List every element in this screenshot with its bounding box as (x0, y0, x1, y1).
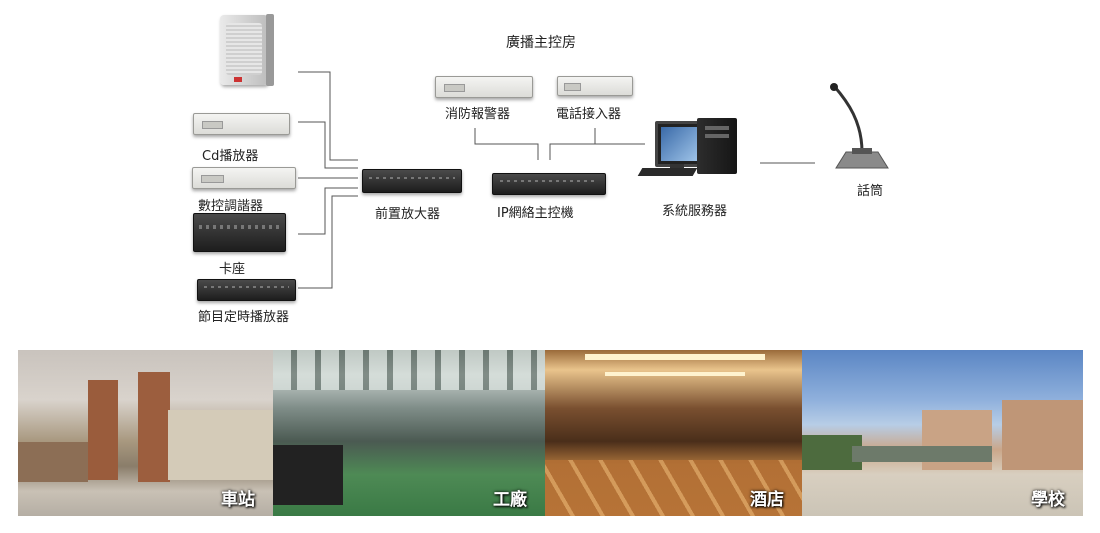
scene-hotel: 酒店 (545, 350, 802, 516)
scene-factory-caption: 工廠 (493, 490, 527, 510)
ip-host-device (492, 173, 606, 195)
speaker-icon (220, 15, 268, 85)
digital-tuner-device (192, 167, 296, 189)
program-timer-device (197, 279, 296, 301)
scene-school-caption: 學校 (1031, 490, 1065, 510)
scene-school: 學校 (802, 350, 1083, 516)
cd-player-label: Cd播放器 (202, 149, 259, 164)
cassette-deck-label: 卡座 (219, 262, 246, 277)
fire-alarm-device (435, 76, 533, 98)
control-room-title: 廣播主控房 (506, 35, 576, 51)
program-timer-label: 節目定時播放器 (198, 310, 290, 325)
preamplifier-label: 前置放大器 (375, 207, 441, 222)
microphone-label: 話筒 (857, 184, 884, 199)
digital-tuner-label: 數控調諧器 (198, 199, 264, 214)
phone-interface-device (557, 76, 633, 96)
cassette-deck-device (193, 213, 286, 252)
preamplifier-device (362, 169, 462, 193)
server-label: 系統服務器 (662, 204, 728, 219)
scene-factory: 工廠 (273, 350, 545, 516)
scene-station-caption: 車站 (221, 490, 255, 510)
scene-station: 車站 (18, 350, 273, 516)
speaker-bracket (266, 14, 274, 86)
microphone-icon (828, 82, 892, 172)
cd-player-device (193, 113, 290, 135)
phone-interface-label: 電話接入器 (556, 107, 622, 122)
computer-icon (637, 118, 740, 180)
ip-host-label: IP網絡主控機 (497, 206, 574, 221)
fire-alarm-label: 消防報警器 (445, 107, 511, 122)
scene-hotel-caption: 酒店 (750, 490, 784, 510)
